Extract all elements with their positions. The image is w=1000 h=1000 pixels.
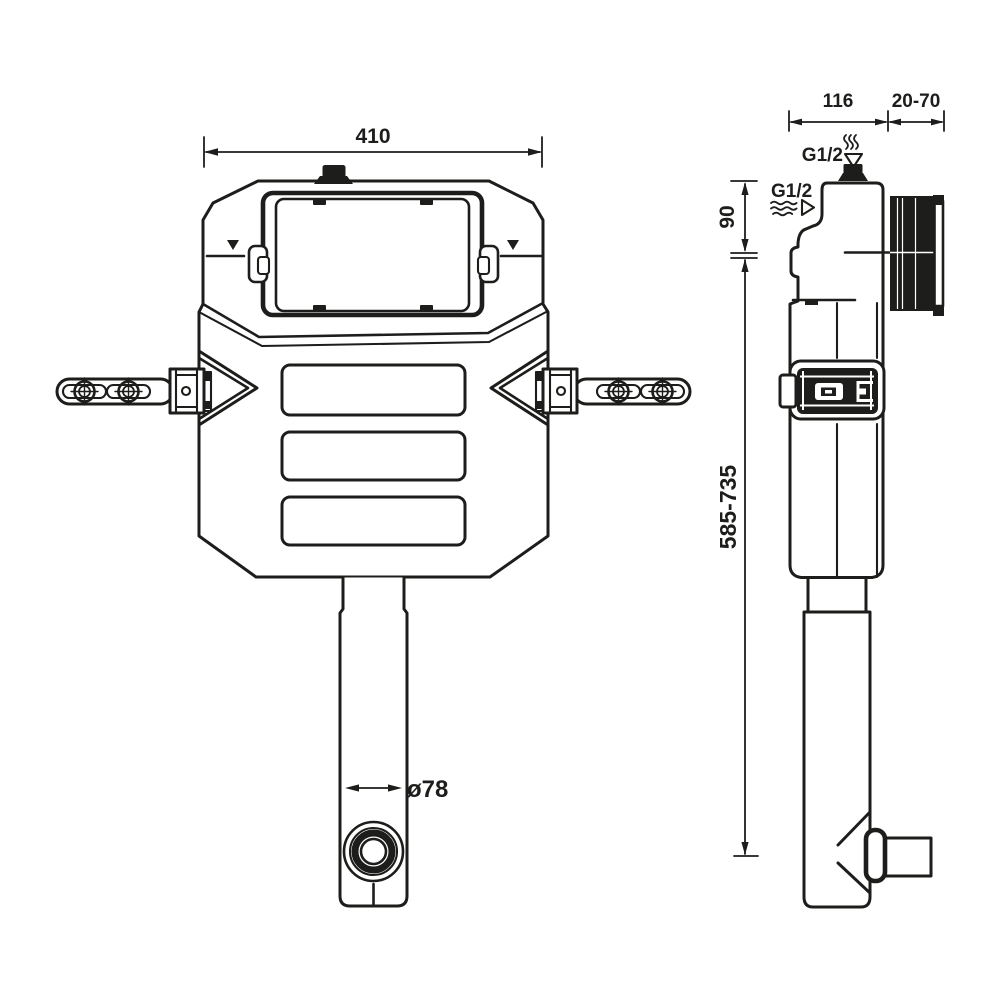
bend-inner-lines (836, 810, 872, 895)
panel-latch-left (247, 244, 271, 284)
bolt-icon (648, 377, 677, 406)
top-fitting (314, 165, 353, 184)
fitting-flange (838, 173, 868, 181)
wall-bracket-left (55, 367, 213, 415)
panel-clips (313, 199, 433, 311)
arrowhead-icon (888, 118, 901, 126)
dim-585-735: 585-735 (715, 257, 759, 857)
body-ribs (280, 363, 467, 547)
thread-label-top: G1/2 (802, 145, 843, 166)
wall-spacer-block (890, 195, 945, 316)
clamp-tab (778, 373, 798, 409)
dim-20-70-label: 20-70 (892, 91, 941, 112)
arrowhead-icon (528, 148, 542, 156)
step-section (806, 576, 868, 614)
panel-clip-icon (313, 305, 326, 311)
rib-slot (280, 363, 467, 417)
rib-slot (280, 495, 467, 547)
dim-116-label: 116 (823, 91, 854, 112)
arrowhead-icon (741, 182, 749, 195)
access-panel-frame (260, 190, 485, 318)
bolt-icon (604, 377, 633, 406)
spacer-rail (933, 199, 945, 308)
bracket-notch-right (489, 349, 550, 427)
dim-90: 90 (716, 180, 758, 254)
dim-410-label: 410 (355, 125, 390, 148)
tank-face-lines (835, 301, 879, 579)
inlet-flow-icon-top (843, 134, 864, 169)
fitting-flange (314, 176, 353, 184)
panel-clip-icon (420, 199, 433, 205)
dim-585-735-label: 585-735 (715, 465, 741, 550)
outlet-stub (880, 836, 933, 878)
shoulder-crease-lower (197, 309, 550, 348)
flush-pipe-outline (338, 576, 409, 908)
panel-clip-icon (313, 199, 326, 205)
bolt-icon (114, 377, 143, 406)
water-level-icon-right (499, 240, 545, 258)
arrowhead-icon (741, 239, 749, 252)
wall-bracket-right (534, 367, 692, 415)
outlet-collar (863, 827, 888, 884)
side-view: G1/2 G1/2 (715, 91, 945, 909)
push-button (322, 165, 346, 178)
arrowhead-icon (204, 148, 218, 156)
side-top-fitting (838, 164, 868, 181)
access-panel-inner (274, 197, 471, 313)
water-level-icon-left (205, 240, 246, 258)
shoulder-crease-upper (201, 301, 545, 339)
arrowhead-icon (931, 118, 944, 126)
dim-116: 116 (788, 91, 889, 132)
rib-slot (280, 430, 467, 482)
arrowhead-icon (345, 784, 359, 792)
dim-20-70: 20-70 (888, 91, 945, 132)
outlet-socket (342, 820, 405, 906)
arrowhead-icon (388, 784, 402, 792)
inlet-flow-icon-side (770, 198, 816, 217)
dim-410: 410 (203, 125, 543, 168)
front-view: 410 ø78 (55, 125, 692, 908)
inlet-stub (843, 164, 863, 174)
thread-label-side: G1/2 (771, 181, 812, 202)
panel-latch-right (476, 244, 500, 284)
fixing-clamp (778, 359, 886, 421)
arrowhead-icon (741, 259, 749, 272)
dim-78: ø78 (345, 776, 448, 803)
arrowhead-icon (741, 842, 749, 855)
flush-bend-outline (802, 610, 872, 909)
bracket-notch-left (197, 349, 259, 427)
dim-90-label: 90 (716, 205, 739, 228)
bolt-icon (70, 377, 99, 406)
arrowhead-icon (789, 118, 802, 126)
dim-78-label: ø78 (407, 776, 448, 803)
panel-clip-icon (420, 305, 433, 311)
arrowhead-icon (875, 118, 888, 126)
